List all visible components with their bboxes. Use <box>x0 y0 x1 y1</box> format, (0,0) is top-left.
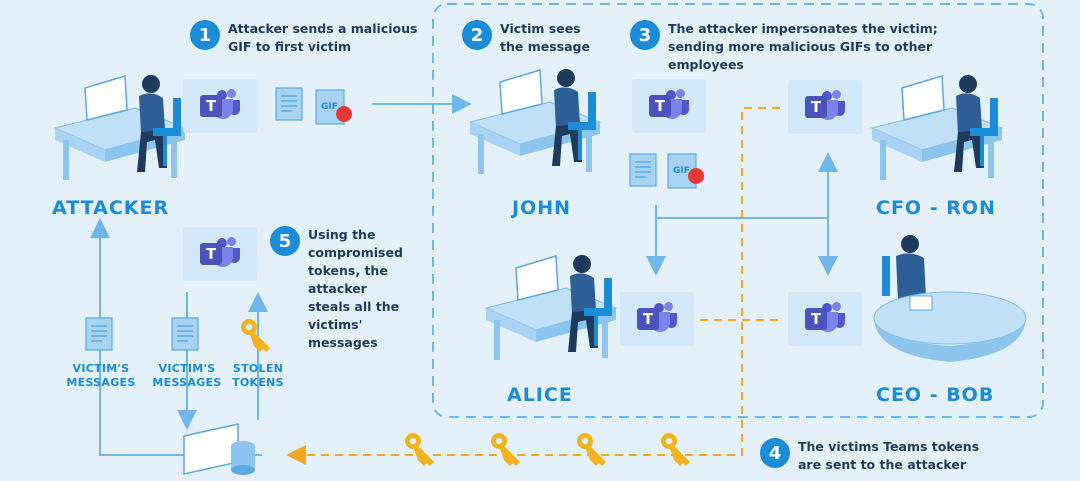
step-3: 3 The attacker impersonates the victim; … <box>630 20 1010 74</box>
label-ceo: CEO - BOB <box>876 384 995 406</box>
victims-messages-doc-2 <box>171 317 199 351</box>
label-victims-messages-1: VICTIM'S MESSAGES <box>66 362 136 389</box>
step-2: 2 Victim sees the message <box>462 20 612 56</box>
victims-messages-doc-1 <box>85 317 113 351</box>
token-key-icon-4 <box>661 433 690 466</box>
message-doc-icon <box>275 87 303 121</box>
label-cfo: CFO - RON <box>876 197 996 219</box>
step-4-text: The victims Teams tokens are sent to the… <box>798 439 980 472</box>
step-3-text: The attacker impersonates the victim; se… <box>668 21 938 72</box>
cfo-figure <box>871 74 1003 181</box>
organization-boundary <box>432 3 1044 418</box>
token-key-icon-1 <box>405 433 434 466</box>
stolen-token-key-icon <box>241 319 270 352</box>
teams-icon-alice: T <box>620 292 694 346</box>
alice-figure <box>485 254 617 361</box>
step-5-text: Using the compromised tokens, the attack… <box>308 227 403 350</box>
teams-icon-step5: T <box>183 227 257 281</box>
step-1-text: Attacker sends a malicious GIF to first … <box>228 21 418 54</box>
step-2-text: Victim sees the message <box>500 21 590 54</box>
token-exfil-path <box>286 107 780 465</box>
gif-text-1: GIF <box>321 102 338 112</box>
attacker-server-icon <box>183 423 255 475</box>
step-3-badge: 3 <box>630 20 660 50</box>
malicious-gif-icon-2 <box>667 153 704 189</box>
step-2-badge: 2 <box>462 20 492 50</box>
step-1-badge: 1 <box>190 20 220 50</box>
label-alice: ALICE <box>507 384 573 406</box>
label-attacker: ATTACKER <box>52 197 170 219</box>
label-stolen-tokens: STOLEN TOKENS <box>232 362 284 389</box>
malicious-gif-icon <box>315 89 352 125</box>
token-key-icon-2 <box>491 433 520 466</box>
ceo-figure <box>873 235 1027 362</box>
token-key-icon-3 <box>577 433 606 466</box>
message-doc-icon-2 <box>629 153 657 187</box>
teams-icon-cfo: T <box>788 80 862 134</box>
label-john: JOHN <box>512 197 572 219</box>
label-victims-messages-2: VICTIM'S MESSAGES <box>152 362 222 389</box>
teams-icon-john: T <box>632 79 706 133</box>
gif-text-2: GIF <box>673 166 690 176</box>
step-5: 5 Using the compromised tokens, the atta… <box>270 226 420 352</box>
teams-icon-attacker: T <box>183 79 257 133</box>
step-1: 1 Attacker sends a malicious GIF to firs… <box>190 20 430 56</box>
attacker-figure <box>54 74 186 181</box>
step-4-badge: 4 <box>760 438 790 468</box>
john-figure <box>469 68 601 175</box>
teams-icon-ceo: T <box>788 292 862 346</box>
step-5-badge: 5 <box>270 226 300 256</box>
step-4: 4 The victims Teams tokens are sent to t… <box>760 438 1000 474</box>
